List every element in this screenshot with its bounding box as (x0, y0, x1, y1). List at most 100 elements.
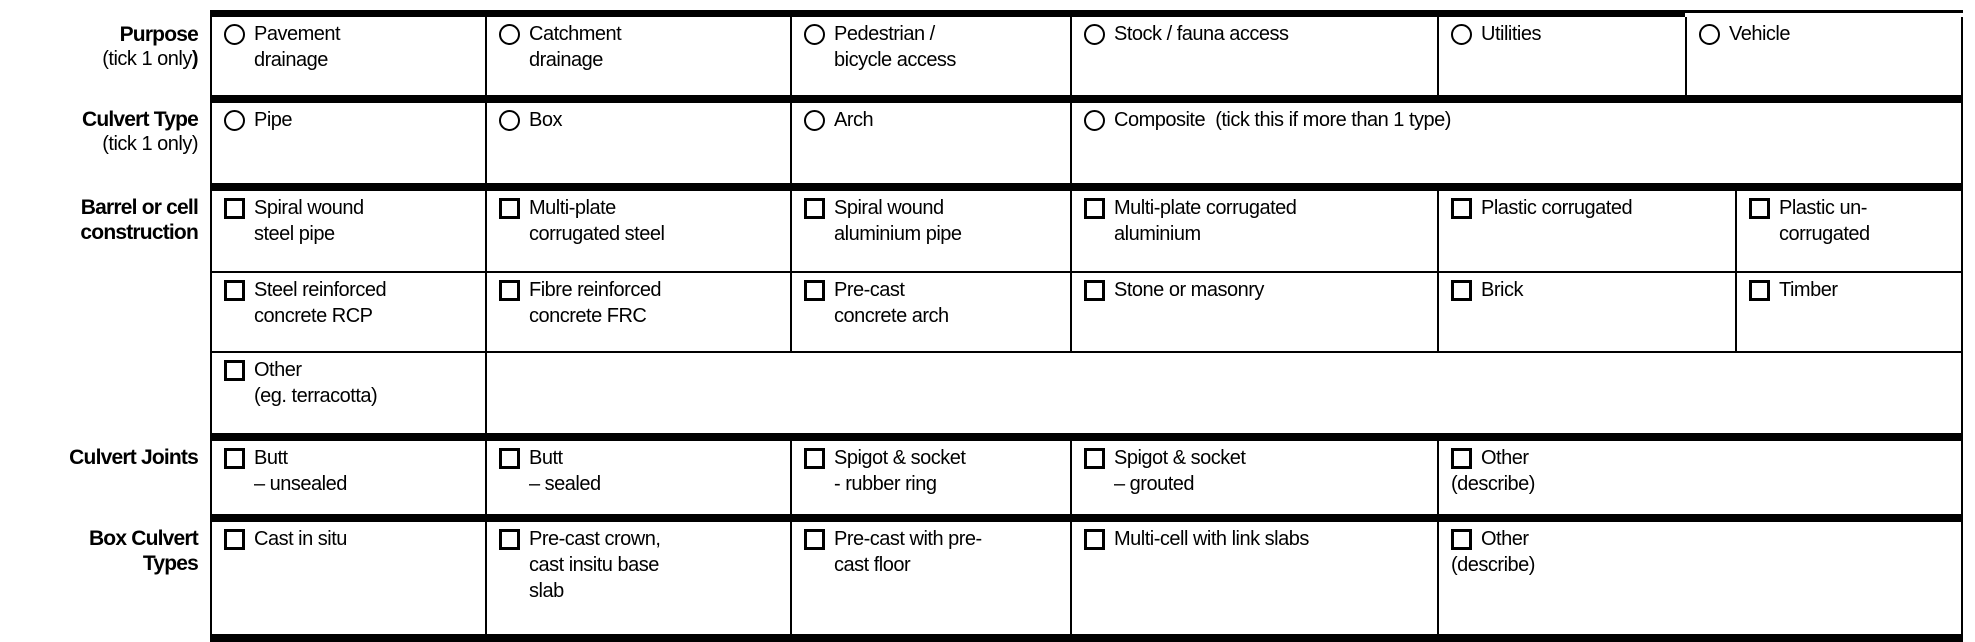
option-pavement-drainage[interactable]: Pavement drainage (210, 17, 485, 95)
radio-icon[interactable] (499, 24, 520, 45)
option-utilities[interactable]: Utilities (1437, 17, 1685, 95)
row-label-culvert-joints: Culvert Joints (0, 441, 210, 522)
radio-icon[interactable] (1451, 24, 1472, 45)
checkbox-icon[interactable] (499, 198, 520, 219)
row-culvert-type: Culvert Type (tick 1 only) Pipe Box Arch… (0, 103, 1975, 191)
option-catchment-drainage[interactable]: Catchment drainage (485, 17, 790, 95)
option-label: Multi-plate (529, 197, 616, 219)
option-label-line2: concrete RCP (254, 305, 373, 327)
option-pre-cast-concrete-arch[interactable]: Pre-cast concrete arch (790, 273, 1070, 351)
option-label: Butt (529, 447, 563, 469)
option-label: Spiral wound (834, 197, 944, 219)
option-spiral-wound-steel-pipe[interactable]: Spiral wound steel pipe (210, 191, 485, 271)
checkbox-icon[interactable] (1451, 448, 1472, 469)
option-pipe[interactable]: Pipe (210, 103, 485, 183)
checkbox-icon[interactable] (1084, 198, 1105, 219)
option-cast-in-situ[interactable]: Cast in situ (210, 522, 485, 634)
checkbox-icon[interactable] (804, 448, 825, 469)
checkbox-icon[interactable] (499, 448, 520, 469)
option-timber[interactable]: Timber (1735, 273, 1963, 351)
checkbox-icon[interactable] (224, 360, 245, 381)
option-pre-cast-crown[interactable]: Pre-cast crown, cast insitu base slab (485, 522, 790, 634)
checkbox-icon[interactable] (1084, 448, 1105, 469)
row-label-box-types-line2: Types (142, 552, 199, 575)
checkbox-icon[interactable] (499, 529, 520, 550)
option-spigot-socket-grouted[interactable]: Spigot & socket – grouted (1070, 441, 1437, 514)
option-other-joints[interactable]: Other (describe) (1437, 441, 1963, 514)
option-label: Other (1481, 447, 1529, 469)
radio-icon[interactable] (1699, 24, 1720, 45)
option-label: Brick (1481, 279, 1523, 301)
option-box[interactable]: Box (485, 103, 790, 183)
option-fibre-reinforced-concrete-frc[interactable]: Fibre reinforced concrete FRC (485, 273, 790, 351)
row-culvert-joints: Culvert Joints Butt – unsealed Butt – se… (0, 441, 1975, 522)
option-butt-sealed[interactable]: Butt – sealed (485, 441, 790, 514)
row-label-box-types-line1: Box Culvert (88, 527, 199, 550)
checkbox-icon[interactable] (1084, 529, 1105, 550)
checkbox-icon[interactable] (1749, 280, 1770, 301)
option-arch[interactable]: Arch (790, 103, 1070, 183)
checkbox-icon[interactable] (1451, 529, 1472, 550)
checkbox-icon[interactable] (1749, 198, 1770, 219)
radio-icon[interactable] (224, 110, 245, 131)
radio-icon[interactable] (1084, 24, 1105, 45)
empty-cell (485, 353, 1963, 433)
checkbox-icon[interactable] (224, 198, 245, 219)
option-vehicle[interactable]: Vehicle (1685, 17, 1963, 95)
option-stock-fauna-access[interactable]: Stock / fauna access (1070, 17, 1437, 95)
checkbox-icon[interactable] (224, 448, 245, 469)
option-label-line2: – sealed (529, 473, 601, 495)
option-brick[interactable]: Brick (1437, 273, 1735, 351)
option-multi-plate-corrugated-steel[interactable]: Multi-plate corrugated steel (485, 191, 790, 271)
top-border-thick-segment (210, 10, 1685, 17)
option-plastic-corrugated[interactable]: Plastic corrugated (1437, 191, 1735, 271)
option-multi-plate-corrugated-aluminium[interactable]: Multi-plate corrugated aluminium (1070, 191, 1437, 271)
option-plastic-uncorrugated[interactable]: Plastic un- corrugated (1735, 191, 1963, 271)
checkbox-icon[interactable] (1451, 280, 1472, 301)
option-label: Cast in situ (254, 528, 347, 550)
row-label-culvert-type-sub: (tick 1 only) (102, 133, 198, 155)
form-table: Purpose (tick 1 only) Pavement drainage … (0, 17, 1975, 642)
option-label-line2: concrete FRC (529, 305, 647, 327)
option-label: Butt (254, 447, 288, 469)
option-composite[interactable]: Composite (tick this if more than 1 type… (1070, 103, 1963, 183)
row-purpose: Purpose (tick 1 only) Pavement drainage … (0, 17, 1975, 103)
row-barrel-construction-1: Barrel or cell construction Spiral wound… (0, 191, 1975, 273)
option-label-line2: (describe) (1451, 554, 1535, 576)
option-multi-cell-link-slabs[interactable]: Multi-cell with link slabs (1070, 522, 1437, 634)
radio-icon[interactable] (499, 110, 520, 131)
option-label: Pre-cast (834, 279, 905, 301)
option-other-box-types[interactable]: Other (describe) (1437, 522, 1963, 634)
checkbox-icon[interactable] (224, 529, 245, 550)
option-spigot-socket-rubber-ring[interactable]: Spigot & socket - rubber ring (790, 441, 1070, 514)
option-label-line2: steel pipe (254, 223, 335, 245)
row-label-culvert-joints-title: Culvert Joints (69, 446, 199, 469)
radio-icon[interactable] (804, 24, 825, 45)
option-butt-unsealed[interactable]: Butt – unsealed (210, 441, 485, 514)
option-label: Multi-plate corrugated (1114, 197, 1297, 219)
radio-icon[interactable] (1084, 110, 1105, 131)
option-label: Pedestrian / (834, 23, 935, 45)
checkbox-icon[interactable] (804, 529, 825, 550)
checkbox-icon[interactable] (804, 280, 825, 301)
option-pre-cast-with-pre-cast-floor[interactable]: Pre-cast with pre- cast floor (790, 522, 1070, 634)
checkbox-icon[interactable] (1084, 280, 1105, 301)
option-pedestrian-bicycle-access[interactable]: Pedestrian / bicycle access (790, 17, 1070, 95)
checkbox-icon[interactable] (1451, 198, 1472, 219)
option-other-terracotta[interactable]: Other (eg. terracotta) (210, 353, 485, 433)
option-stone-or-masonry[interactable]: Stone or masonry (1070, 273, 1437, 351)
radio-icon[interactable] (804, 110, 825, 131)
option-label: Stock / fauna access (1114, 23, 1289, 45)
option-spiral-wound-aluminium-pipe[interactable]: Spiral wound aluminium pipe (790, 191, 1070, 271)
checkbox-icon[interactable] (804, 198, 825, 219)
option-label: Box (529, 109, 562, 131)
option-label: Plastic un- (1779, 197, 1867, 219)
checkbox-icon[interactable] (224, 280, 245, 301)
radio-icon[interactable] (224, 24, 245, 45)
option-label: Pre-cast crown, (529, 528, 661, 550)
option-steel-reinforced-concrete-rcp[interactable]: Steel reinforced concrete RCP (210, 273, 485, 351)
option-label-line2: cast floor (834, 554, 911, 576)
row-label-barrel-construction: Barrel or cell construction (0, 191, 210, 273)
checkbox-icon[interactable] (499, 280, 520, 301)
option-label-line2: corrugated steel (529, 223, 665, 245)
